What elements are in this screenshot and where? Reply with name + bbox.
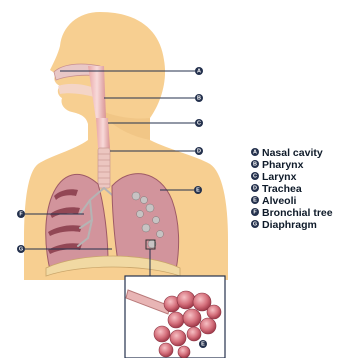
legend-item-d: D Trachea: [251, 183, 302, 195]
legend-item-e: E Alveoli: [251, 195, 297, 207]
legend-item-a: A Nasal cavity: [251, 147, 323, 159]
legend-item-c: C Larynx: [251, 171, 297, 183]
right-lung: [46, 174, 108, 270]
callout-f: F: [17, 210, 25, 218]
callout-e: E: [194, 186, 202, 194]
svg-text:C: C: [197, 120, 201, 126]
svg-text:C: C: [253, 173, 257, 179]
callout-c: C: [195, 119, 203, 127]
svg-text:Larynx: Larynx: [262, 171, 297, 183]
svg-text:E: E: [253, 197, 257, 203]
callout-d: D: [195, 147, 203, 155]
larynx: [96, 118, 110, 148]
svg-text:G: G: [253, 221, 257, 227]
svg-text:D: D: [253, 185, 257, 191]
svg-text:Pharynx: Pharynx: [262, 159, 304, 171]
svg-text:A: A: [253, 149, 257, 155]
legend-item-b: B Pharynx: [251, 159, 304, 171]
svg-text:Diaphragm: Diaphragm: [262, 219, 317, 231]
legend: A Nasal cavity B Pharynx C Larynx D Trac…: [251, 147, 333, 231]
svg-text:A: A: [197, 68, 201, 74]
svg-text:E: E: [196, 187, 200, 193]
svg-text:B: B: [253, 161, 257, 167]
legend-item-g: G Diaphragm: [251, 219, 317, 231]
svg-text:Alveoli: Alveoli: [262, 195, 297, 207]
inset-label-letter: E: [201, 341, 205, 347]
svg-text:Nasal cavity: Nasal cavity: [262, 147, 323, 159]
svg-text:G: G: [19, 246, 23, 252]
svg-text:D: D: [197, 148, 201, 154]
svg-text:Bronchial tree: Bronchial tree: [262, 207, 333, 219]
svg-text:Trachea: Trachea: [262, 183, 302, 195]
svg-text:B: B: [197, 95, 201, 101]
callout-b: B: [195, 94, 203, 102]
trachea: [98, 148, 110, 188]
callout-a: A: [195, 67, 203, 75]
legend-item-f: F Bronchial tree: [251, 207, 333, 219]
callout-g: G: [17, 245, 25, 253]
